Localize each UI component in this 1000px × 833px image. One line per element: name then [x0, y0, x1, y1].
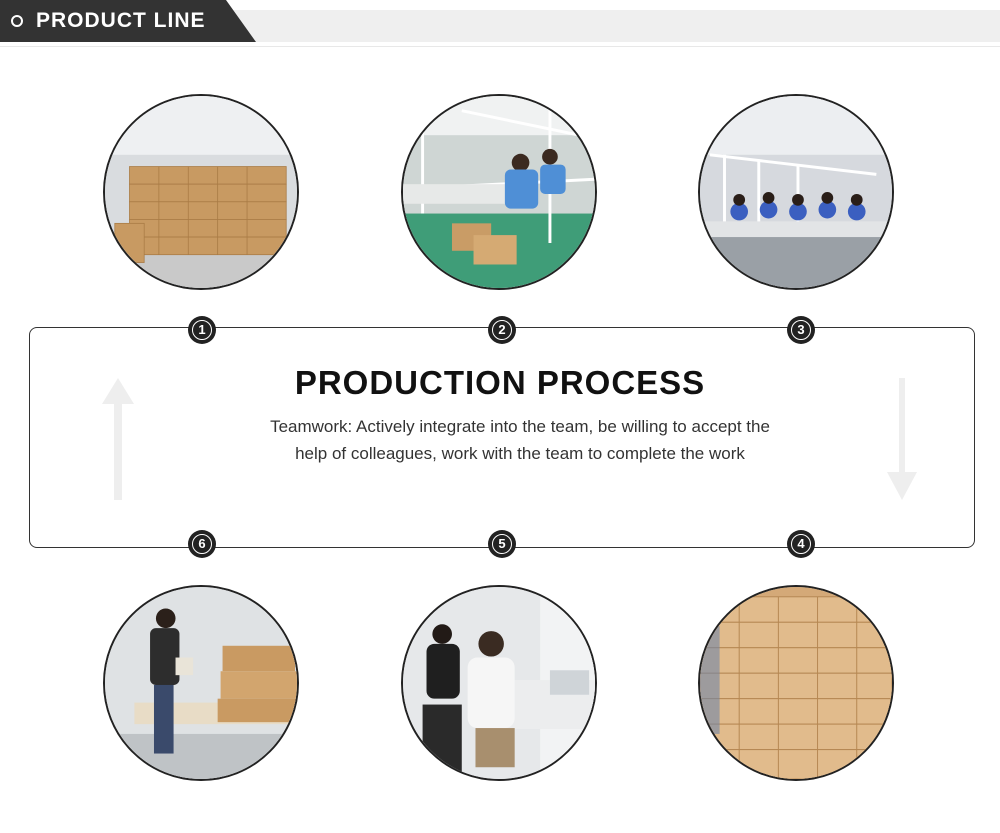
header-title: PRODUCT LINE — [36, 9, 206, 32]
step-number: 6 — [192, 534, 212, 554]
step-badge-3: 3 — [787, 316, 815, 344]
arrow-down-icon — [887, 378, 917, 500]
photo-assembly-workshop — [401, 94, 597, 290]
step-number: 3 — [791, 320, 811, 340]
circle-icon — [11, 15, 23, 27]
header-tab: PRODUCT LINE — [0, 0, 256, 42]
step-badge-4: 4 — [787, 530, 815, 558]
process-description: Teamwork: Actively integrate into the te… — [270, 417, 770, 463]
arrow-up-icon — [102, 378, 134, 500]
step-number: 1 — [192, 320, 212, 340]
photo-production-line — [698, 94, 894, 290]
photo-packing-station — [103, 585, 299, 781]
step-number: 2 — [492, 320, 512, 340]
step-number: 5 — [492, 534, 512, 554]
step-badge-6: 6 — [188, 530, 216, 558]
step-number: 4 — [791, 534, 811, 554]
process-title: PRODUCTION PROCESS — [294, 364, 706, 401]
step-badge-1: 1 — [188, 316, 216, 344]
photo-quality-testing — [401, 585, 597, 781]
photo-warehouse-boxes — [103, 94, 299, 290]
step-badge-2: 2 — [488, 316, 516, 344]
header-divider — [0, 46, 1000, 47]
photo-stacked-cartons — [698, 585, 894, 781]
step-badge-5: 5 — [488, 530, 516, 558]
process-box — [29, 327, 975, 548]
